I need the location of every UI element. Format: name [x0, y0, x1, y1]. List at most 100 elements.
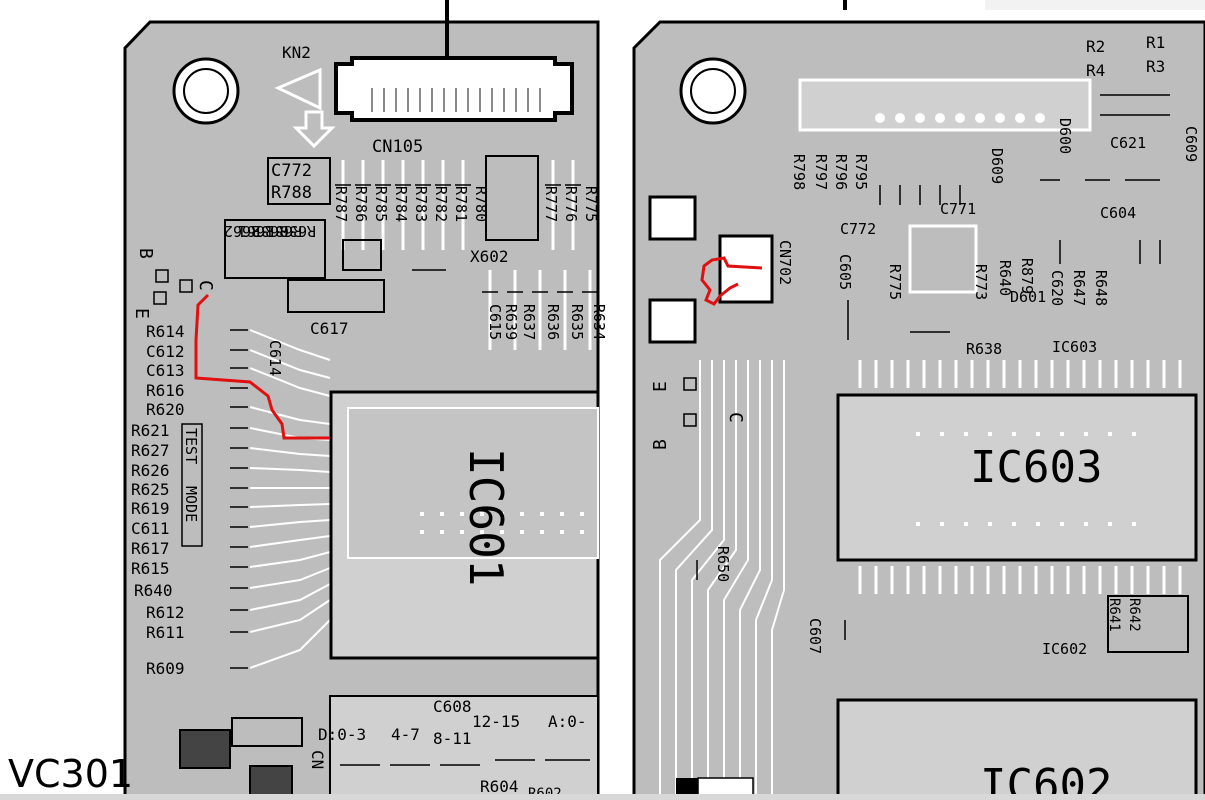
label-r642: R642: [1126, 598, 1142, 632]
label-c621: C621: [1110, 134, 1146, 152]
status-strip: [0, 794, 1205, 800]
label-pin-b-left: B: [135, 248, 156, 259]
label-r604: R604: [480, 777, 519, 796]
label-c609: C609: [1182, 126, 1200, 162]
label-r784: R784: [392, 186, 410, 222]
label-r631: R631: [266, 222, 302, 240]
label-r3: R3: [1146, 57, 1165, 76]
label-r648: R648: [1092, 270, 1110, 306]
label-r636: R636: [544, 304, 562, 340]
label-c613: C613: [146, 361, 185, 380]
label-d0-3: D:0-3: [318, 725, 366, 744]
label-r625: R625: [131, 480, 170, 499]
label-r640: R640: [134, 581, 173, 600]
label-c771: C771: [940, 200, 976, 218]
label-r879: R879: [1018, 258, 1036, 294]
label-r621: R621: [131, 421, 170, 440]
label-r2: R2: [1086, 37, 1105, 56]
label-r635: R635: [568, 304, 586, 340]
label-r786: R786: [352, 186, 370, 222]
right-board-labels: R2 R1 R4 R3 R798 R797 R796 R795 CN702 C7…: [650, 33, 1200, 800]
label-c772: C772: [271, 161, 312, 181]
label-c611: C611: [131, 519, 170, 538]
corner-label: VC301: [8, 752, 134, 796]
label-a0: A:0-: [548, 712, 587, 731]
label-r797: R797: [812, 154, 830, 190]
left-board-labels: KN2 CN105 C772 R788 R630 R631 R632 R661 …: [131, 43, 608, 800]
label-r4: R4: [1086, 61, 1105, 80]
chip-ic603-outline: [836, 393, 1198, 562]
label-c615: C615: [486, 304, 504, 340]
label-r796: R796: [832, 154, 850, 190]
label-ic601: IC601: [459, 448, 513, 586]
label-c608: C608: [433, 697, 472, 716]
label-r1: R1: [1146, 33, 1165, 52]
label-ic602-small: IC602: [1042, 640, 1087, 658]
label-c772-r: C772: [840, 220, 876, 238]
label-c605: C605: [836, 254, 854, 290]
label-r647: R647: [1070, 270, 1088, 306]
label-r776: R776: [562, 186, 580, 222]
label-r798: R798: [790, 154, 808, 190]
label-x602: X602: [470, 247, 509, 266]
label-pin-e-left: E: [131, 308, 152, 319]
label-cn702: CN702: [776, 240, 794, 285]
label-r627: R627: [131, 441, 170, 460]
label-pin-c-right: C: [725, 412, 746, 423]
label-c617: C617: [310, 319, 349, 338]
label-r626: R626: [131, 461, 170, 480]
label-r782: R782: [432, 186, 450, 222]
label-r619: R619: [131, 499, 170, 518]
label-r795: R795: [852, 154, 870, 190]
label-r632: R632: [252, 222, 288, 240]
label-pin-e-right: E: [650, 381, 671, 392]
label-r615: R615: [131, 559, 170, 578]
label-cn-bottom: CN: [308, 750, 327, 769]
label-r785: R785: [372, 186, 390, 222]
label-test: TEST: [182, 428, 200, 464]
label-r781: R781: [452, 186, 470, 222]
label-r780: R780: [472, 186, 490, 222]
label-r639: R639: [502, 304, 520, 340]
label-c604: C604: [1100, 204, 1136, 222]
label-r661: R661: [238, 222, 274, 240]
label-r634: R634: [590, 304, 608, 340]
label-ic603: IC603: [970, 442, 1102, 493]
label-r773: R773: [972, 264, 990, 300]
label-4-7: 4-7: [391, 725, 420, 744]
label-r614: R614: [146, 322, 185, 341]
label-r788: R788: [271, 183, 312, 203]
label-c607: C607: [806, 618, 824, 654]
label-pin-c-left: C: [195, 280, 216, 291]
label-d609: D609: [988, 148, 1006, 184]
label-r787: R787: [332, 186, 350, 222]
label-kn2: KN2: [282, 43, 311, 62]
red-highlight-trace-right: [700, 256, 763, 306]
label-r612: R612: [146, 603, 185, 622]
label-pin-b-right: B: [650, 439, 671, 450]
label-r630: R630: [280, 222, 316, 240]
label-ic602: IC602: [980, 760, 1112, 800]
label-r637: R637: [520, 304, 538, 340]
chip-ic602-outline: [836, 698, 1198, 800]
label-d600: D600: [1056, 118, 1074, 154]
label-c612: C612: [146, 342, 185, 361]
label-r662: R662: [224, 222, 260, 240]
label-r783: R783: [412, 186, 430, 222]
label-r617: R617: [131, 539, 170, 558]
label-cn105: CN105: [372, 137, 423, 157]
red-highlight-trace-left: [194, 293, 330, 440]
label-r611: R611: [146, 623, 185, 642]
label-r616: R616: [146, 381, 185, 400]
label-r775: R775: [582, 186, 600, 222]
right-board: [632, 0, 1205, 800]
label-r775-r: R775: [886, 264, 904, 300]
label-r650: R650: [714, 546, 732, 582]
label-r777: R777: [542, 186, 560, 222]
left-board: [123, 0, 600, 800]
label-c620: C620: [1048, 270, 1066, 306]
label-mode: MODE: [182, 486, 200, 522]
label-d601: D601: [1010, 288, 1046, 306]
label-r641: R641: [1106, 598, 1122, 632]
